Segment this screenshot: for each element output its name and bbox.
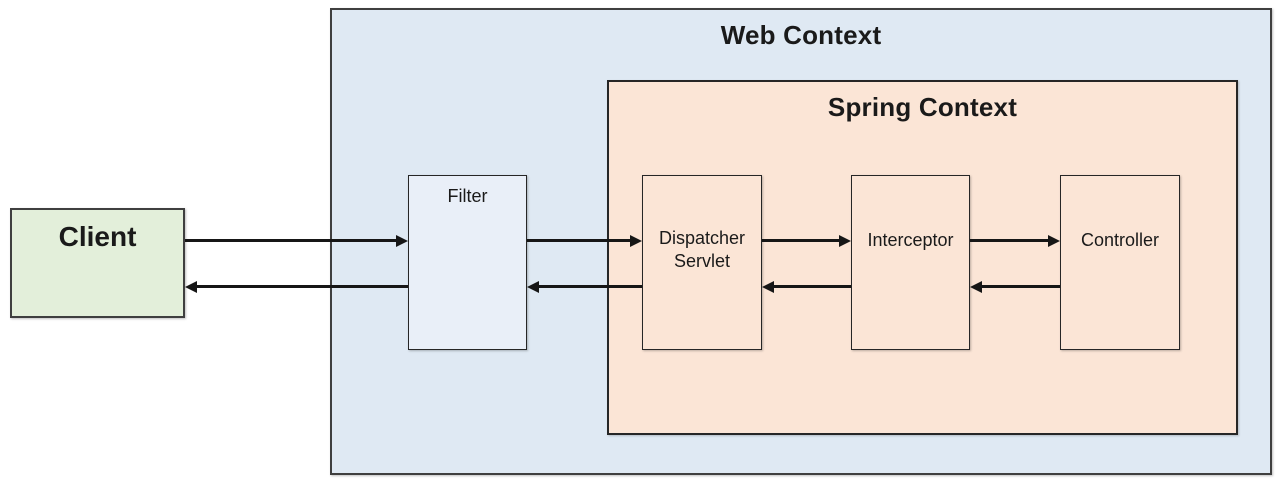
- arrow-dispatcher-to-filter: [527, 280, 642, 293]
- web-context-title: Web Context: [720, 20, 882, 50]
- filter-label: Filter: [447, 186, 488, 206]
- dispatcher-servlet-node: Dispatcher Servlet: [642, 175, 762, 350]
- controller-node: Controller: [1060, 175, 1180, 350]
- arrow-filter-to-client: [185, 280, 408, 293]
- interceptor-node: Interceptor: [851, 175, 970, 350]
- filter-node: Filter: [408, 175, 527, 350]
- arrow-dispatcher-to-interceptor: [762, 234, 851, 247]
- arrow-interceptor-to-dispatcher: [762, 280, 851, 293]
- arrow-filter-to-dispatcher: [527, 234, 642, 247]
- dispatcher-servlet-label: Dispatcher Servlet: [658, 228, 746, 271]
- arrow-interceptor-to-controller: [970, 234, 1060, 247]
- arrow-client-to-filter: [185, 234, 408, 247]
- controller-label: Controller: [1080, 230, 1160, 250]
- arrow-controller-to-interceptor: [970, 280, 1060, 293]
- interceptor-label: Interceptor: [867, 230, 954, 250]
- client-node: Client: [10, 208, 185, 318]
- spring-context-title: Spring Context: [827, 92, 1018, 122]
- client-label: Client: [58, 221, 137, 252]
